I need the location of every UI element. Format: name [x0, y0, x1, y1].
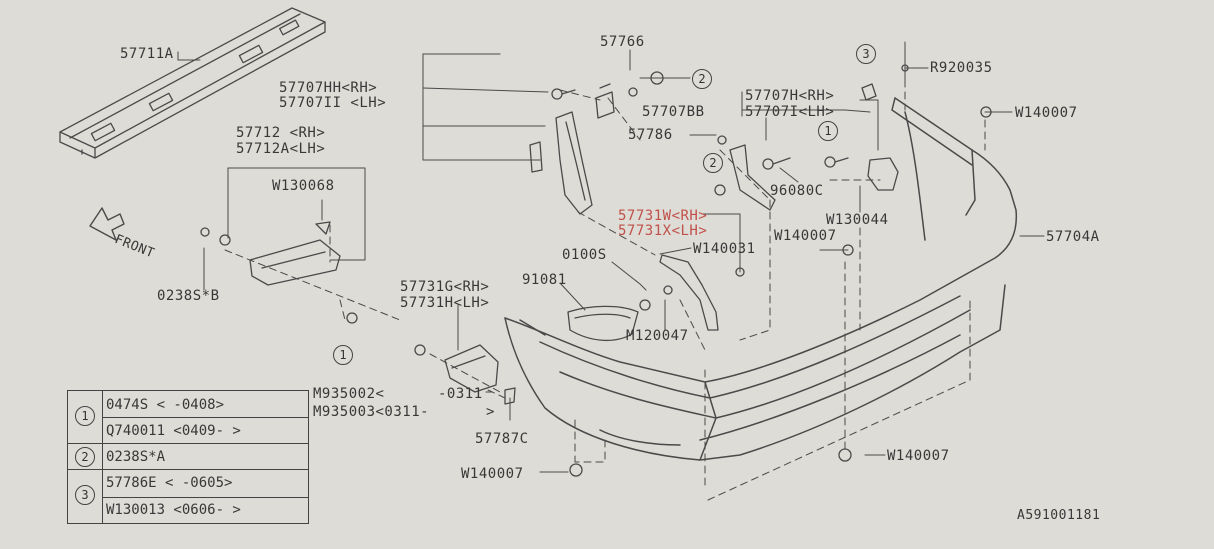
legend-table: 1 0474S < -0408> Q740011 <0409- > 2 0238…: [67, 390, 309, 524]
label-57766: 57766: [600, 34, 645, 50]
bracket-57707bb-drawing: [714, 135, 791, 211]
label-57704a: 57704A: [1046, 229, 1100, 245]
fasteners-drawing: [569, 71, 854, 477]
bracket-57707h-drawing: [824, 64, 992, 191]
label-91081: 91081: [522, 272, 567, 288]
label-57731h: 57731H<LH>: [400, 295, 490, 311]
label-57731w: 57731W<RH>: [618, 208, 708, 224]
label-0100s: 0100S: [562, 247, 607, 263]
label-w140007-top: W140007: [1015, 105, 1078, 121]
legend-key-circle: 1: [75, 406, 95, 426]
label-57707i: 57707I<LH>: [745, 104, 835, 120]
label-m935002: M935002<: [313, 386, 385, 402]
legend-code: Q740011 <0409- >: [106, 423, 241, 439]
diagram-reference: A591001181: [1017, 508, 1101, 523]
callout-1-right: 1: [818, 121, 838, 141]
callout-3: 3: [856, 44, 876, 64]
legend-row-2: 2 0238S*A: [68, 443, 308, 470]
legend-key-3: 3: [68, 470, 103, 524]
bracket-57731w-drawing: [659, 254, 719, 331]
assembly-dashed-lines: [224, 79, 986, 501]
legend-code: 57786E < -0605>: [106, 475, 233, 491]
legend-key-1: 1: [68, 391, 103, 443]
label-w140007-right: W140007: [887, 448, 950, 464]
beam-57711a-drawing: [59, 7, 326, 159]
front-arrow: [89, 207, 125, 241]
legend-code: 0474S < -0408>: [106, 397, 225, 413]
label-57707hh: 57707HH<RH>: [279, 80, 378, 96]
label-57707bb: 57707BB: [642, 104, 705, 120]
label-gt: >: [486, 404, 495, 420]
bracket-57731g-drawing: [414, 344, 516, 405]
label-57712a: 57712A<LH>: [236, 141, 326, 157]
legend-key-circle: 2: [75, 447, 95, 467]
callout-1-left: 1: [333, 345, 353, 365]
label-r920035: R920035: [930, 60, 993, 76]
label-w130044: W130044: [826, 212, 889, 228]
label-w140007-bottom: W140007: [461, 466, 524, 482]
legend-key-circle: 3: [75, 485, 95, 505]
bracket-57707hh-drawing: [529, 83, 615, 215]
label-w130068: W130068: [272, 178, 335, 194]
bumper-cover-drawing: [504, 97, 1018, 461]
bracket-57712-drawing: [200, 221, 358, 324]
label-w140031: W140031: [693, 241, 756, 257]
reflector-91081-drawing: [567, 299, 651, 342]
label-57787c: 57787C: [475, 431, 529, 447]
legend-row-3: 3 57786E < -0605> W130013 <0606- >: [68, 469, 308, 524]
label-57731g: 57731G<RH>: [400, 279, 490, 295]
label-0311: -0311: [438, 386, 483, 402]
callout-2-top: 2: [692, 69, 712, 89]
label-57712: 57712 <RH>: [236, 125, 326, 141]
label-m120047: M120047: [626, 328, 689, 344]
label-m935003: M935003<0311-: [313, 404, 430, 420]
legend-key-2: 2: [68, 444, 103, 470]
label-96080c: 96080C: [770, 183, 824, 199]
legend-code: W130013 <0606- >: [106, 502, 241, 518]
label-57707h: 57707H<RH>: [745, 88, 835, 104]
legend-row-1: 1 0474S < -0408> Q740011 <0409- >: [68, 391, 308, 443]
legend-code: 0238S*A: [106, 449, 166, 465]
label-w140007-mid: W140007: [774, 228, 837, 244]
callout-2-mid: 2: [703, 153, 723, 173]
label-57707ii: 57707II <LH>: [279, 95, 387, 111]
label-57731x: 57731X<LH>: [618, 223, 708, 239]
label-0238s-b: 0238S*B: [157, 288, 220, 304]
label-57711a: 57711A: [120, 46, 174, 62]
leader-lines: [177, 41, 1045, 473]
label-57786: 57786: [628, 127, 673, 143]
